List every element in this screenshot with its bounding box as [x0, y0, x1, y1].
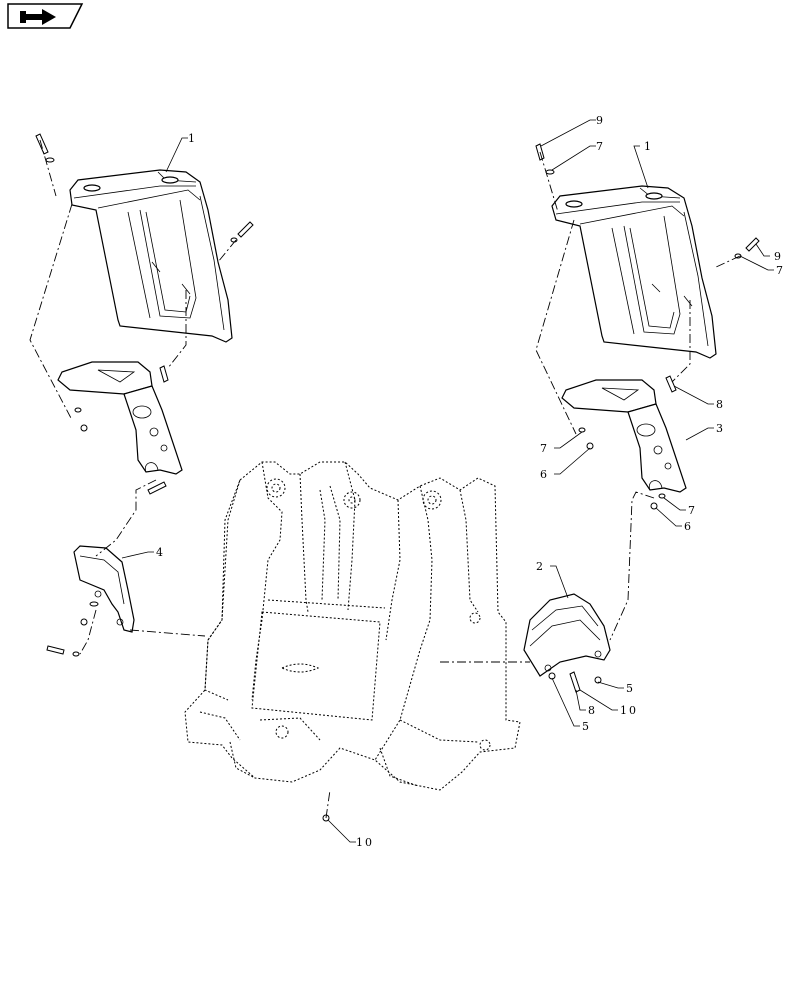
left-fender-bracket — [57, 361, 183, 475]
callout-6-lower-nut: 6 — [684, 520, 693, 533]
callout-7-top-washer: 7 — [596, 140, 605, 153]
callout-3-bracket: 3 — [716, 422, 725, 435]
alignment-lines — [29, 139, 741, 819]
callout-6-mid-nut: 6 — [540, 468, 549, 481]
callout-8-shield-bolt: 8 — [588, 704, 597, 717]
callout-10-bottom-nut: 10 — [356, 836, 374, 849]
callout-7-mid-washer: 7 — [540, 442, 549, 455]
right-fender-bracket — [561, 379, 687, 493]
next-page-arrow-icon[interactable] — [7, 3, 84, 29]
callout-1-left-fender: 1 — [188, 132, 197, 145]
left-fender — [69, 169, 233, 343]
right-shield — [523, 593, 611, 677]
callout-10-right-nut: 10 — [620, 704, 638, 717]
callout-1-right-fender: 1 — [644, 140, 653, 153]
callout-5-lower-washer: 5 — [582, 720, 591, 733]
leader-lines — [121, 119, 774, 843]
callout-9-top-bolt: 9 — [596, 114, 605, 127]
callout-8-bracket-bolt: 8 — [716, 398, 725, 411]
callout-4-left-shield: 4 — [156, 546, 165, 559]
callout-7-lower-washer: 7 — [688, 504, 697, 517]
right-fender — [551, 185, 717, 359]
callout-9-side-bolt: 9 — [774, 250, 783, 263]
callout-labels: 1 1 9 7 9 7 8 3 7 6 7 6 4 2 5 8 10 5 10 — [156, 114, 785, 849]
callout-2-right-shield: 2 — [536, 560, 545, 573]
callout-5-right-washer: 5 — [626, 682, 635, 695]
callout-7-side-washer: 7 — [776, 264, 785, 277]
loader-frame — [184, 461, 521, 791]
